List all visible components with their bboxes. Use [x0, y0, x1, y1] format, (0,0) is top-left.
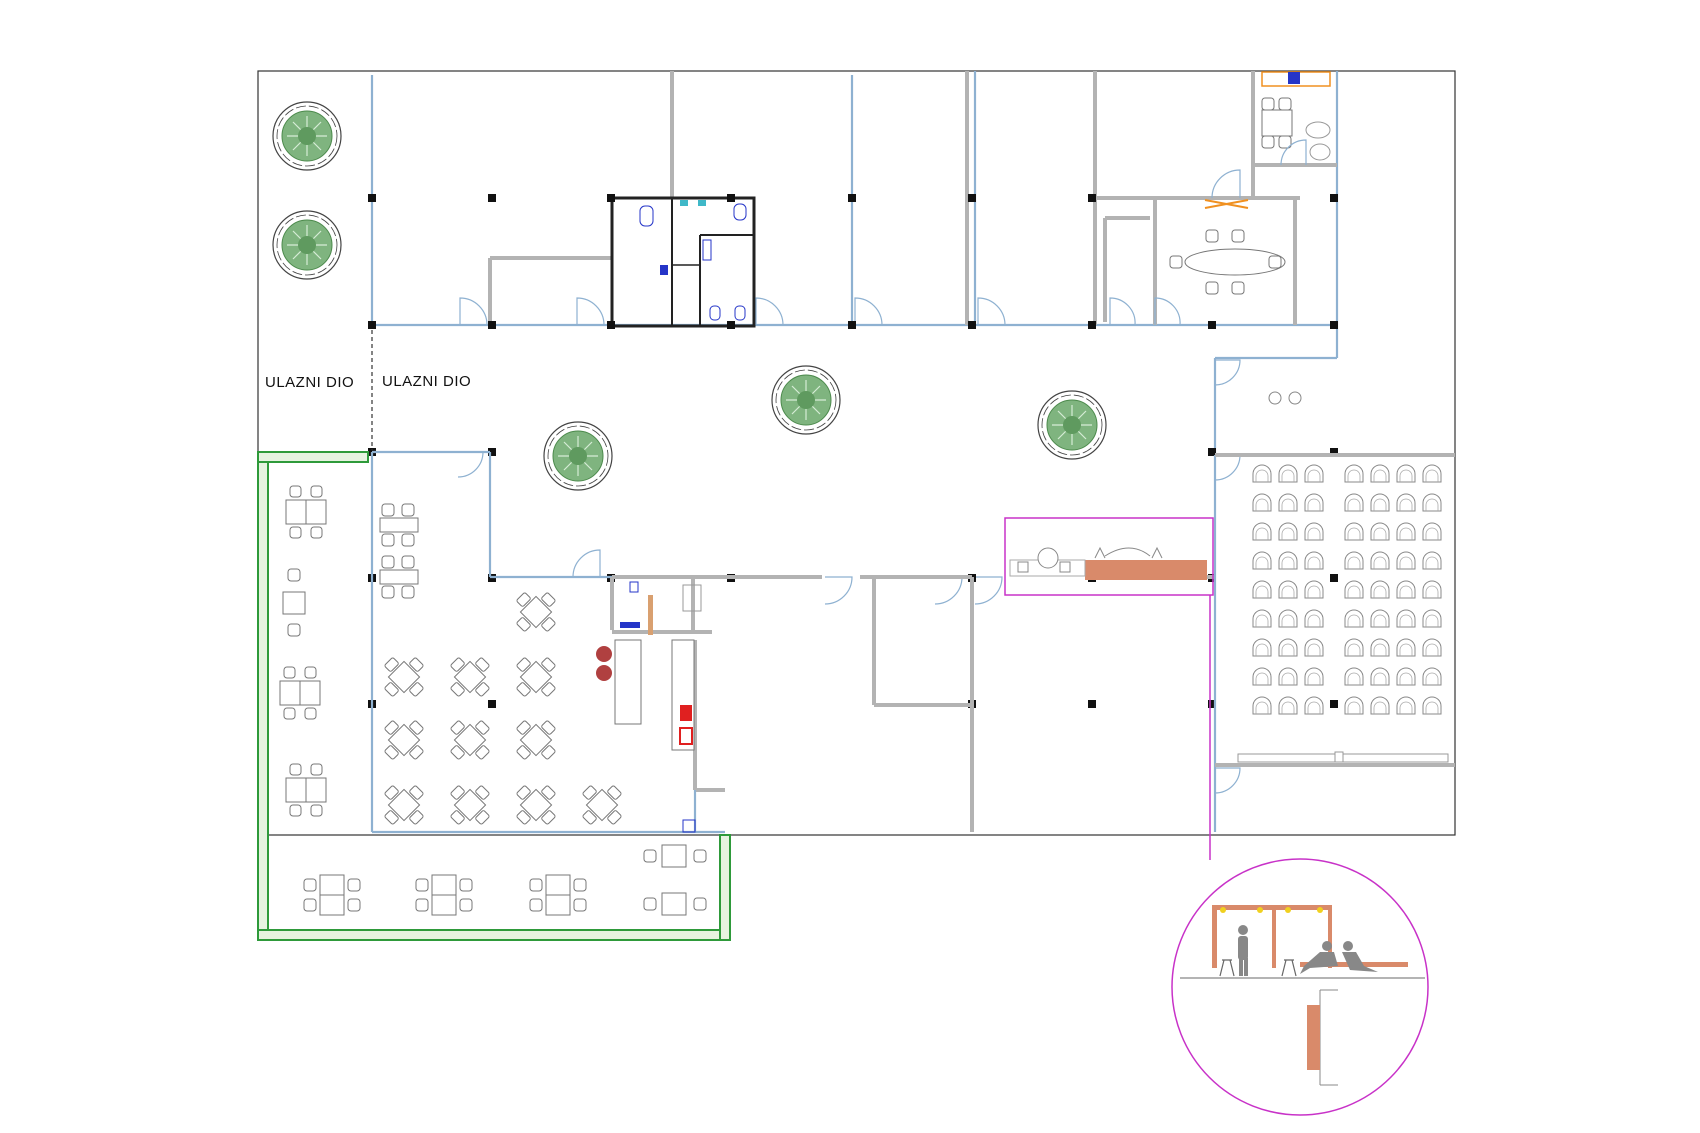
auditorium-seating	[1237, 391, 1449, 763]
entrance-label-right: ULAZNI DIO	[382, 373, 471, 390]
tree-planter-icon	[771, 365, 841, 435]
kitchen	[596, 581, 702, 833]
tree-planters	[272, 101, 1107, 491]
toilet-icon	[734, 305, 746, 321]
terrace	[257, 451, 731, 941]
toilet-icon	[709, 305, 721, 321]
toilet-icon	[639, 205, 654, 227]
section-detail-callout	[1171, 858, 1429, 1116]
tree-planter-icon	[272, 210, 342, 280]
tree-planter-icon	[543, 421, 613, 491]
sink-icon	[702, 239, 712, 261]
sink-icon	[620, 622, 640, 628]
entrance-label-left: ULAZNI DIO	[265, 374, 354, 391]
sink-icon	[660, 265, 668, 275]
door-swing-icon	[459, 297, 488, 326]
wc-core	[610, 196, 756, 328]
bench-detail-area	[1004, 517, 1214, 860]
meeting-room	[1169, 71, 1331, 295]
tree-planter-icon	[1037, 390, 1107, 460]
toilet-icon	[629, 581, 639, 593]
person-silhouette-icon	[1238, 925, 1378, 976]
tree-planter-icon	[272, 101, 342, 171]
inner-restaurant-tables	[372, 503, 634, 837]
toilet-icon	[733, 203, 747, 221]
office-walls	[370, 71, 1339, 455]
